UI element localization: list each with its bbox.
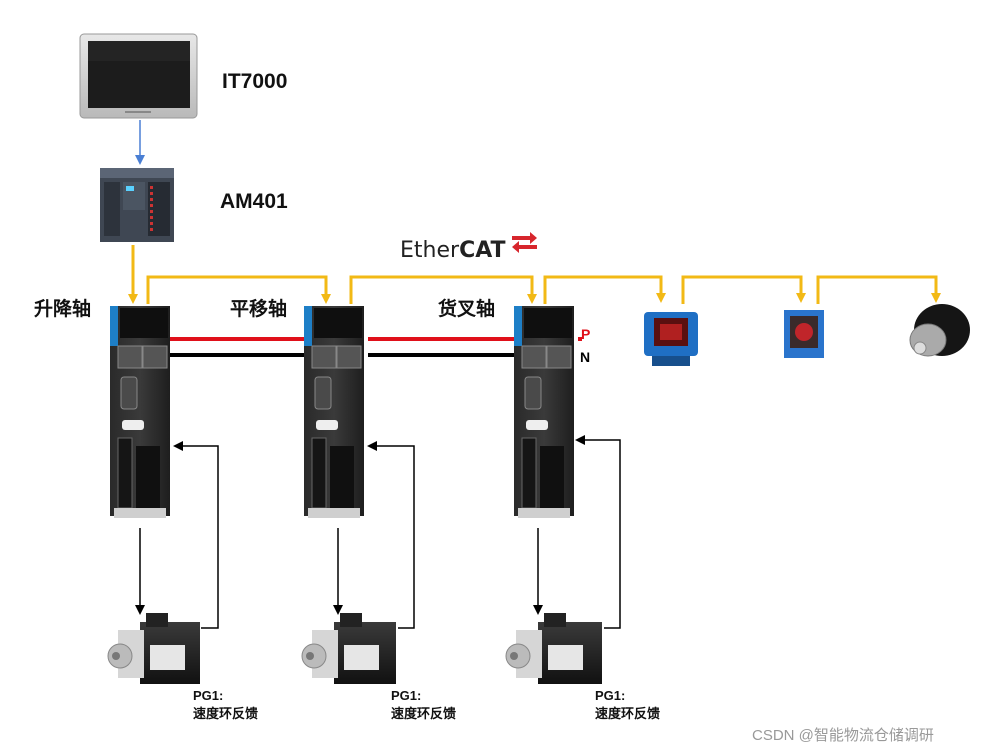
pg-feedback-2-line2: 速度环反馈 bbox=[391, 706, 457, 721]
dc-bus-n-label: N bbox=[580, 349, 591, 365]
feedback-links bbox=[173, 435, 621, 629]
dc-bus-p-label: P bbox=[581, 326, 591, 342]
pg-feedback-1-line2: 速度环反馈 bbox=[193, 706, 259, 721]
plc-label: AM401 bbox=[220, 190, 288, 213]
hmi-device bbox=[79, 33, 198, 119]
drive-label-fork: 货叉轴 bbox=[438, 299, 496, 320]
servo-drive-2 bbox=[304, 306, 364, 518]
hmi-label: IT7000 bbox=[222, 70, 288, 93]
sensor-distance-icon bbox=[784, 310, 824, 358]
pg-feedback-1-line1: PG1: bbox=[193, 688, 224, 703]
ethercat-bus bbox=[128, 245, 941, 304]
pg-feedback-1: PG1: 速度环反馈 bbox=[193, 687, 258, 723]
servo-drive-1 bbox=[110, 306, 170, 518]
ethercat-logo-icon bbox=[512, 232, 537, 253]
ethercat-prefix: Ether bbox=[400, 238, 460, 263]
pg-feedback-3-line2: 速度环反馈 bbox=[595, 706, 661, 721]
pg-feedback-2-line1: PG1: bbox=[391, 688, 422, 703]
ethercat-label: EtherCAT bbox=[400, 238, 506, 263]
servo-motor-2 bbox=[301, 613, 396, 684]
watermark: CSDN @智能物流仓储调研 bbox=[752, 727, 934, 744]
pg-feedback-2: PG1: 速度环反馈 bbox=[391, 687, 456, 723]
pg-feedback-3: PG1: 速度环反馈 bbox=[595, 687, 660, 723]
sensor-scanner-icon bbox=[644, 312, 698, 366]
servo-motor-1 bbox=[107, 613, 200, 684]
plc-device bbox=[100, 168, 174, 242]
servo-motor-3 bbox=[505, 613, 602, 684]
drive-label-lift: 升降轴 bbox=[34, 299, 92, 320]
drive-label-traverse: 平移轴 bbox=[230, 299, 288, 320]
encoder-icon bbox=[909, 304, 970, 357]
ethercat-suffix: CAT bbox=[459, 238, 506, 263]
pg-feedback-3-line1: PG1: bbox=[595, 688, 626, 703]
drive-to-motor-links bbox=[135, 528, 543, 615]
servo-drive-3 bbox=[514, 306, 574, 518]
